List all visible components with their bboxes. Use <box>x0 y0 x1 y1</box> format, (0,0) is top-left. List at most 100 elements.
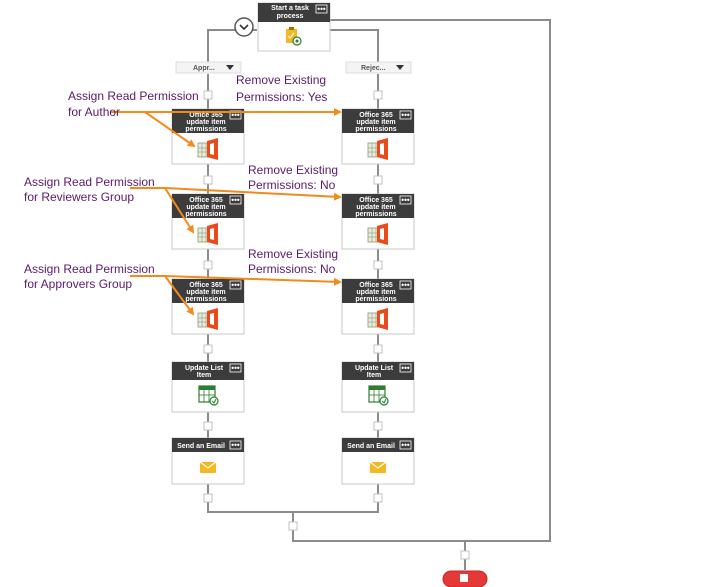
connector-point[interactable] <box>373 344 383 354</box>
node-title: Office 365 <box>359 112 393 119</box>
annotations: Assign Read Permission for Author Remove… <box>24 73 338 291</box>
office365-permissions-node-reviewers[interactable]: Office 365 update item permissions ••• <box>171 193 245 250</box>
node-title: Update List <box>185 365 224 372</box>
office365-permissions-node-reject-3[interactable]: Office 365 update item permissions ••• <box>341 278 415 335</box>
chevron-down-icon <box>239 24 249 31</box>
annotation-arrow <box>164 275 342 286</box>
collapse-toggle[interactable] <box>234 17 254 37</box>
node-title: permissions <box>185 211 226 218</box>
node-menu-button[interactable]: ••• <box>399 196 412 205</box>
node-title: Item <box>197 372 211 379</box>
annotation-text: Remove Existing <box>248 247 338 261</box>
list-item-icon <box>368 385 389 406</box>
node-title: permissions <box>355 126 396 133</box>
dropdown-caret-icon <box>396 65 404 70</box>
annotation-text: Assign Read Permission <box>24 262 155 276</box>
annotation-text: for Author <box>68 105 120 119</box>
node-title: Update List <box>355 365 394 372</box>
svg-text:•••: ••• <box>231 441 240 450</box>
svg-text:•••: ••• <box>401 196 410 205</box>
node-title: permissions <box>355 296 396 303</box>
node-title: Office 365 <box>189 197 223 204</box>
connector-point[interactable] <box>203 175 213 185</box>
node-menu-button[interactable]: ••• <box>315 5 328 14</box>
svg-text:•••: ••• <box>401 111 410 120</box>
svg-text:•••: ••• <box>401 281 410 290</box>
annotation-text: Remove Existing <box>236 73 326 87</box>
annotation-text: Remove Existing <box>248 163 338 177</box>
annotation-text: Assign Read Permission <box>24 175 155 189</box>
connector-point[interactable] <box>288 521 298 531</box>
connector-point[interactable] <box>373 421 383 431</box>
office365-permissions-node-author[interactable]: Office 365 update item permissions ••• <box>171 108 245 165</box>
update-list-item-node-approve[interactable]: Update List Item ••• <box>171 361 245 413</box>
email-icon <box>369 461 387 474</box>
svg-text:•••: ••• <box>231 364 240 373</box>
node-title: Send an Email <box>177 443 225 450</box>
send-email-node-reject[interactable]: Send an Email ••• <box>341 437 415 485</box>
node-title: update item <box>356 289 395 296</box>
connector-point[interactable] <box>373 175 383 185</box>
svg-text:•••: ••• <box>401 364 410 373</box>
branch-approve[interactable]: Appr... <box>175 61 242 74</box>
dropdown-caret-icon <box>226 65 234 70</box>
branch-reject[interactable]: Rejec... <box>345 61 412 74</box>
stop-icon <box>460 574 468 582</box>
stop-button[interactable] <box>442 570 488 587</box>
node-menu-button[interactable]: ••• <box>399 441 412 450</box>
connector-point[interactable] <box>203 421 213 431</box>
node-title: permissions <box>185 126 226 133</box>
connector-point[interactable] <box>373 493 383 503</box>
connector-point[interactable] <box>203 344 213 354</box>
annotation-arrows <box>110 108 342 316</box>
annotation-text: Permissions: No <box>248 262 336 276</box>
office365-permissions-node-reject-2[interactable]: Office 365 update item permissions ••• <box>341 193 415 250</box>
node-menu-button[interactable]: ••• <box>399 364 412 373</box>
update-list-item-node-reject[interactable]: Update List Item ••• <box>341 361 415 413</box>
node-menu-button[interactable]: ••• <box>229 196 242 205</box>
node-title: Office 365 <box>189 112 223 119</box>
node-title: update item <box>356 119 395 126</box>
office365-permissions-node-reject-1[interactable]: Office 365 update item permissions ••• <box>341 108 415 165</box>
node-menu-button[interactable]: ••• <box>229 281 242 290</box>
svg-text:•••: ••• <box>401 441 410 450</box>
annotation-text: Permissions: No <box>248 178 336 192</box>
send-email-node-approve[interactable]: Send an Email ••• <box>171 437 245 485</box>
svg-text:•••: ••• <box>231 281 240 290</box>
connector-point[interactable] <box>373 260 383 270</box>
node-menu-button[interactable]: ••• <box>229 364 242 373</box>
node-title: Office 365 <box>359 197 393 204</box>
connector-point[interactable] <box>203 493 213 503</box>
office365-permissions-node-approvers[interactable]: Office 365 update item permissions ••• <box>171 278 245 335</box>
svg-text:•••: ••• <box>231 111 240 120</box>
node-title: permissions <box>185 296 226 303</box>
node-menu-button[interactable]: ••• <box>229 441 242 450</box>
email-icon <box>199 461 217 474</box>
list-item-icon <box>198 385 219 406</box>
connector-point[interactable] <box>373 90 383 100</box>
node-menu-button[interactable]: ••• <box>399 281 412 290</box>
connector-point[interactable] <box>203 260 213 270</box>
branch-label: Rejec... <box>361 65 386 72</box>
node-menu-button[interactable]: ••• <box>399 111 412 120</box>
node-title: Item <box>367 372 381 379</box>
node-title: Office 365 <box>189 282 223 289</box>
node-title: Send an Email <box>347 443 395 450</box>
branch-label: Appr... <box>193 65 215 72</box>
annotation-text: Permissions: Yes <box>236 90 327 104</box>
node-title: Office 365 <box>359 282 393 289</box>
annotation-text: for Reviewers Group <box>24 190 134 204</box>
annotation-arrow <box>164 187 342 201</box>
connector-points <box>203 90 470 560</box>
node-title: process <box>277 13 304 20</box>
svg-text:•••: ••• <box>317 5 326 14</box>
task-clipboard-icon <box>286 27 302 46</box>
svg-text:•••: ••• <box>231 196 240 205</box>
node-title: Start a task <box>271 5 309 12</box>
connector-point[interactable] <box>203 90 213 100</box>
node-title: update item <box>186 289 225 296</box>
node-title: update item <box>186 119 225 126</box>
start-task-process-node[interactable]: Start a task process ••• <box>257 2 331 52</box>
connector-point[interactable] <box>460 550 470 560</box>
